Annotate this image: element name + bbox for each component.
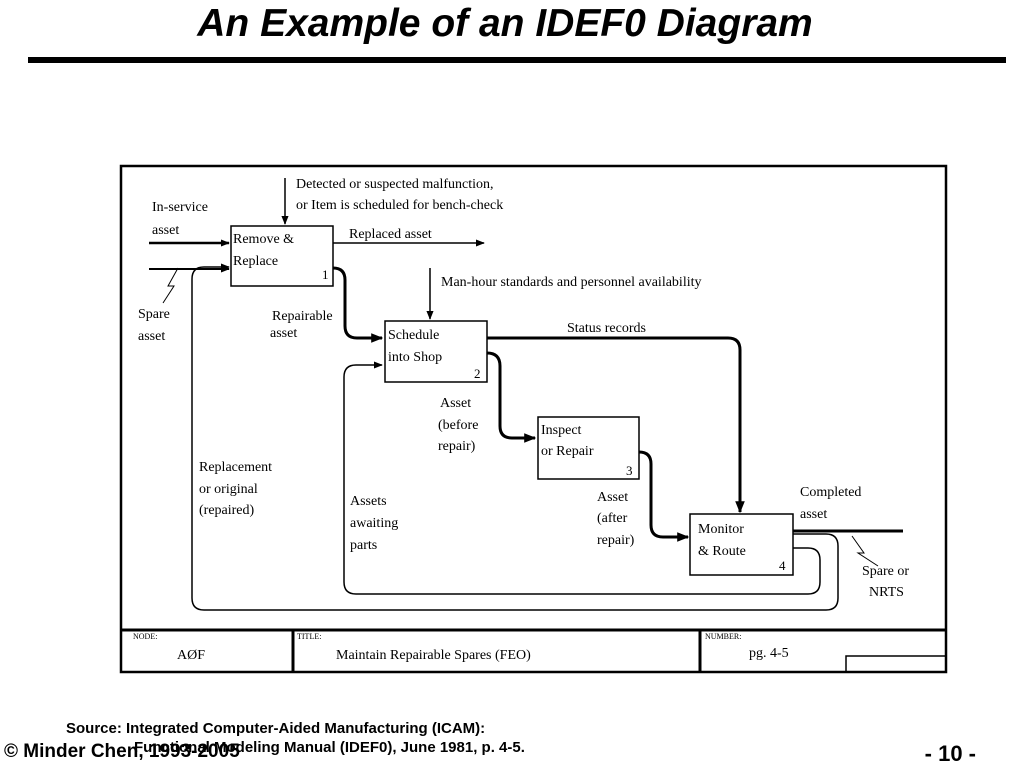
diagram-frame — [119, 164, 948, 674]
box-2-line1: Schedule — [388, 328, 439, 343]
activity-box-1: Remove & Replace 1 — [230, 225, 334, 287]
label-nrts-2: NRTS — [869, 585, 904, 600]
label-replacement-1: Replacement — [199, 460, 272, 475]
source-line-2: Functional Modeling Manual (IDEF0), June… — [134, 739, 525, 756]
footer-title-label: TITLE: — [297, 632, 321, 641]
footer-node-value: AØF — [177, 648, 205, 663]
activity-box-2: Schedule into Shop 2 — [384, 320, 488, 383]
source-line-1: Source: Integrated Computer-Aided Manufa… — [66, 720, 486, 737]
label-inservice-2: asset — [152, 223, 179, 238]
page-number: - 10 - — [924, 741, 976, 766]
label-completed-2: asset — [800, 507, 827, 522]
arrow-status — [487, 336, 745, 514]
box-1-line1: Remove & — [233, 232, 294, 247]
source-citation: Source: Integrated Computer-Aided Manufa… — [66, 719, 525, 757]
label-status-records: Status records — [567, 321, 646, 336]
box-3-line1: Inspect — [541, 423, 582, 438]
label-after-2: (after — [597, 511, 628, 526]
label-repairable-1: Repairable — [272, 309, 333, 324]
label-inservice-1: In-service — [152, 200, 208, 215]
label-replaced-asset: Replaced asset — [349, 227, 432, 242]
label-malfunction-1: Detected or suspected malfunction, — [296, 177, 493, 192]
box-1-line2: Replace — [233, 254, 278, 269]
spare-squiggle — [162, 267, 179, 304]
box-2-number: 2 — [474, 366, 481, 381]
label-replacement-2: or original — [199, 482, 258, 497]
label-awaiting-3: parts — [350, 538, 377, 553]
nrts-squiggle — [851, 535, 879, 567]
arrow-replacement — [191, 263, 839, 611]
footer-corner-box — [845, 655, 946, 672]
arrow-after-repair — [638, 450, 690, 542]
label-awaiting-1: Assets — [350, 494, 387, 509]
activity-box-4: Monitor & Route 4 — [689, 513, 794, 576]
box-1-number: 1 — [322, 267, 329, 282]
footer-number-label: NUMBER: — [705, 632, 741, 641]
box-3-number: 3 — [626, 463, 633, 478]
label-awaiting-2: awaiting — [350, 516, 398, 531]
footer-node-label: NODE: — [133, 632, 157, 641]
label-after-1: Asset — [597, 490, 628, 505]
label-nrts-1: Spare or — [862, 564, 909, 579]
label-manhour: Man-hour standards and personnel availab… — [441, 275, 701, 290]
label-before-2: (before — [438, 418, 478, 433]
slide-title: An Example of an IDEF0 Diagram — [197, 2, 813, 45]
label-before-3: repair) — [438, 439, 476, 454]
footer-title-value: Maintain Repairable Spares (FEO) — [336, 648, 531, 663]
arrow-awaiting-parts — [343, 361, 821, 595]
box-3-line2: or Repair — [541, 444, 594, 459]
copyright: © Minder Chen, 1993-2005 — [4, 741, 240, 762]
box-4-line2: & Route — [698, 544, 746, 559]
label-completed-1: Completed — [800, 485, 861, 500]
label-replacement-3: (repaired) — [199, 503, 255, 518]
box-2-line2: into Shop — [388, 350, 442, 365]
footer-number-value: pg. 4-5 — [749, 646, 789, 661]
activity-box-3: Inspect or Repair 3 — [537, 416, 640, 480]
arrow-before-repair — [486, 351, 537, 443]
title-rule — [28, 57, 1006, 63]
box-4-number: 4 — [779, 558, 786, 573]
label-malfunction-2: or Item is scheduled for bench-check — [296, 198, 503, 213]
label-repairable-2: asset — [270, 326, 297, 341]
label-spare-2: asset — [138, 329, 165, 344]
box-4-line1: Monitor — [698, 522, 744, 537]
label-spare-1: Spare — [138, 307, 170, 322]
label-before-1: Asset — [440, 396, 471, 411]
arrow-repairable — [332, 266, 384, 343]
label-after-3: repair) — [597, 533, 635, 548]
